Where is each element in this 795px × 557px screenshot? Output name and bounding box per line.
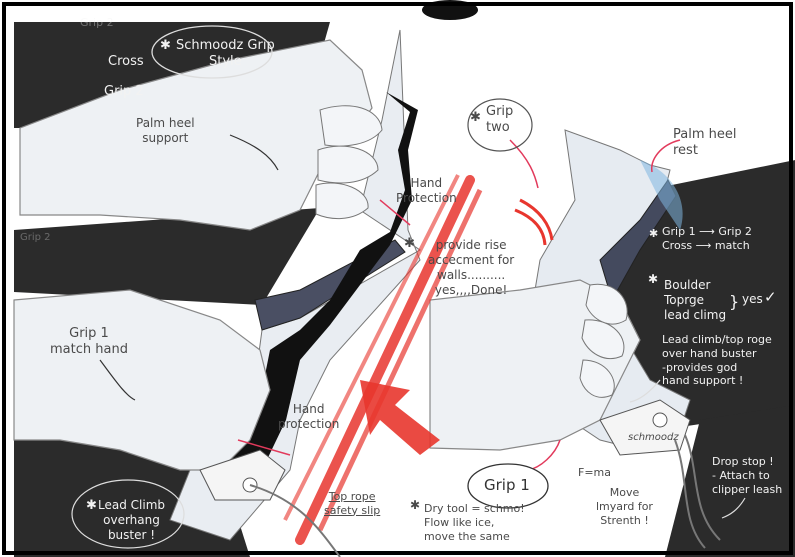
asterisk-icon: ✱ [86,498,97,514]
move-lanyard-note: Move lmyard for Strenth ! [596,486,653,527]
lead-climb-overhang-label: Lead Climb overhang buster ! [98,498,165,543]
asterisk-icon: ✱ [160,38,171,54]
boulder-note: Boulder Toprge lead climg [664,278,726,323]
grip2-label: Grip 2 [104,84,144,100]
top-rope-slip-label: Top rope safety slip [324,490,380,518]
faded-grip2-label: Grip 2 [80,16,114,30]
hand-protection-bottom-label: Hand protection [278,402,339,432]
brace-icon: } [729,292,739,312]
asterisk-icon: ✱ [648,272,658,287]
dry-tool-note: Dry tool = schmo! Flow like ice, move th… [424,502,525,543]
dark-band-mid-left [14,208,320,305]
asterisk-icon: ✱ [649,227,658,241]
yes-label: yes [742,292,763,307]
pommel-engraving: schmoodz [628,432,679,445]
grip1-label: Grip 1 [484,476,530,495]
cross-label: Cross [108,54,144,70]
style-title: Schmoodz Grip Style [176,38,275,71]
lead-buster-right-note: Lead climb/top roge over hand buster -pr… [662,333,772,388]
palm-heel-support-label: Palm heel support [136,116,195,146]
palm-heel-rest-label: Palm heel rest [673,127,736,160]
fma-label: F=ma [578,466,611,480]
hand-protection-top-label: Hand Protection [396,176,457,206]
asterisk-icon: ✱ [470,110,481,126]
grip-two-label: Grip two [486,104,513,137]
checkmark-icon: ✓ [764,288,777,307]
faded-grip-left: Grip 2 [20,232,51,245]
asterisk-icon: ✱ [410,498,420,513]
asterisk-icon: ✱ [404,236,415,252]
rise-note: provide rise accecment for walls........… [428,238,514,298]
pink-arrow-grip-two [510,140,538,188]
red-arcs [515,200,552,245]
red-arrow [360,380,440,455]
drop-stop-note: Drop stop ! - Attach to clipper leash [712,455,782,496]
pommel-hole [653,413,667,427]
grip-cross-match-note: Grip 1 ⟶ Grip 2 Cross ⟶ match [662,225,752,253]
grip1-match-label: Grip 1 match hand [50,326,128,359]
